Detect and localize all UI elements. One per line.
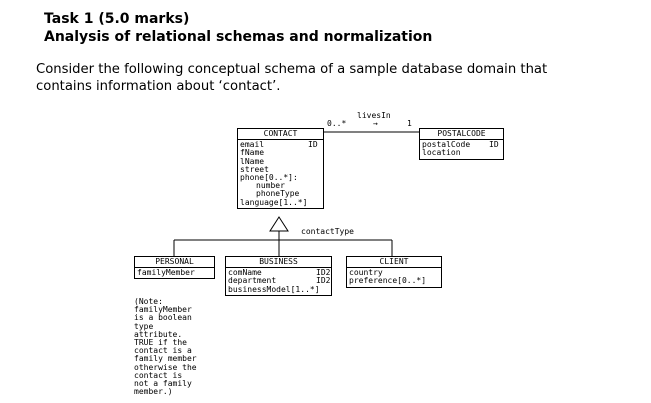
intro-line-2: contains information about ‘contact’. bbox=[36, 79, 281, 94]
contact-attr-street: street bbox=[240, 164, 269, 174]
contact-attr-fname: fName bbox=[240, 148, 265, 158]
note-line: contact is a bbox=[134, 346, 192, 356]
class-postalcode-name: POSTALCODE bbox=[420, 129, 503, 141]
class-personal-name: PERSONAL bbox=[135, 257, 214, 269]
business-attr-comname: comName bbox=[228, 268, 262, 278]
note-line: contact is bbox=[134, 370, 183, 380]
class-postalcode: POSTALCODE postalCode ID location bbox=[419, 128, 504, 160]
client-attr-country: country bbox=[349, 268, 383, 278]
personal-attr-familymember: familyMember bbox=[137, 268, 195, 278]
contact-attr-lname: lName bbox=[240, 156, 265, 166]
contact-attr-phone-type: phoneType bbox=[256, 189, 300, 199]
class-client: CLIENT country preference[0..*] bbox=[346, 256, 442, 288]
client-attr-preference: preference[0..*] bbox=[349, 276, 427, 286]
association-arrow: → bbox=[373, 119, 378, 128]
diagram-note: (Note: familyMember is a boolean type at… bbox=[134, 297, 214, 397]
note-line: attribute. bbox=[134, 329, 183, 339]
business-attr-department: department bbox=[228, 276, 277, 286]
note-line: member.) bbox=[134, 387, 173, 397]
postalcode-id-marker: ID bbox=[489, 140, 499, 150]
class-business-name: BUSINESS bbox=[226, 257, 331, 269]
multiplicity-contact: 0..* bbox=[327, 119, 347, 128]
note-line: otherwise the bbox=[134, 362, 197, 372]
contact-attr-phone-number: number bbox=[256, 181, 285, 191]
business-key-marker-2: ID2 bbox=[316, 276, 331, 286]
intro-line-1: Consider the following conceptual schema… bbox=[36, 62, 548, 77]
intro-paragraph: Consider the following conceptual schema… bbox=[36, 61, 616, 95]
class-contact-name: CONTACT bbox=[238, 129, 323, 141]
postalcode-attr-postalcode: postalCode bbox=[422, 140, 471, 150]
generalization-triangle bbox=[269, 216, 289, 232]
class-client-name: CLIENT bbox=[347, 257, 441, 269]
postalcode-attr-location: location bbox=[422, 148, 461, 158]
class-contact: CONTACT email ID fName lName street phone… bbox=[237, 128, 324, 209]
association-label: livesIn bbox=[357, 111, 391, 120]
contact-id-marker: ID bbox=[308, 140, 318, 150]
contact-attr-email: email bbox=[240, 140, 265, 150]
contact-attr-language: language[1..*] bbox=[240, 197, 308, 207]
note-line: TRUE if the bbox=[134, 337, 187, 347]
contact-attr-phone: phone[0..*]: bbox=[240, 172, 298, 182]
generalization-label: contactType bbox=[301, 227, 354, 236]
task-subtitle: Analysis of relational schemas and norma… bbox=[44, 29, 433, 45]
business-attr-businessmodel: businessModel[1..*] bbox=[228, 284, 320, 294]
class-personal: PERSONAL familyMember bbox=[134, 256, 215, 280]
note-line: not a family bbox=[134, 378, 192, 388]
note-line: familyMember bbox=[134, 305, 192, 315]
note-line: (Note: bbox=[134, 297, 163, 306]
note-line: family member bbox=[134, 354, 197, 364]
note-line: type bbox=[134, 321, 154, 331]
business-key-marker-1: ID2 bbox=[316, 268, 331, 278]
multiplicity-postalcode: 1 bbox=[407, 119, 412, 128]
task-title: Task 1 (5.0 marks) bbox=[44, 11, 190, 27]
note-line: is a boolean bbox=[134, 313, 192, 323]
